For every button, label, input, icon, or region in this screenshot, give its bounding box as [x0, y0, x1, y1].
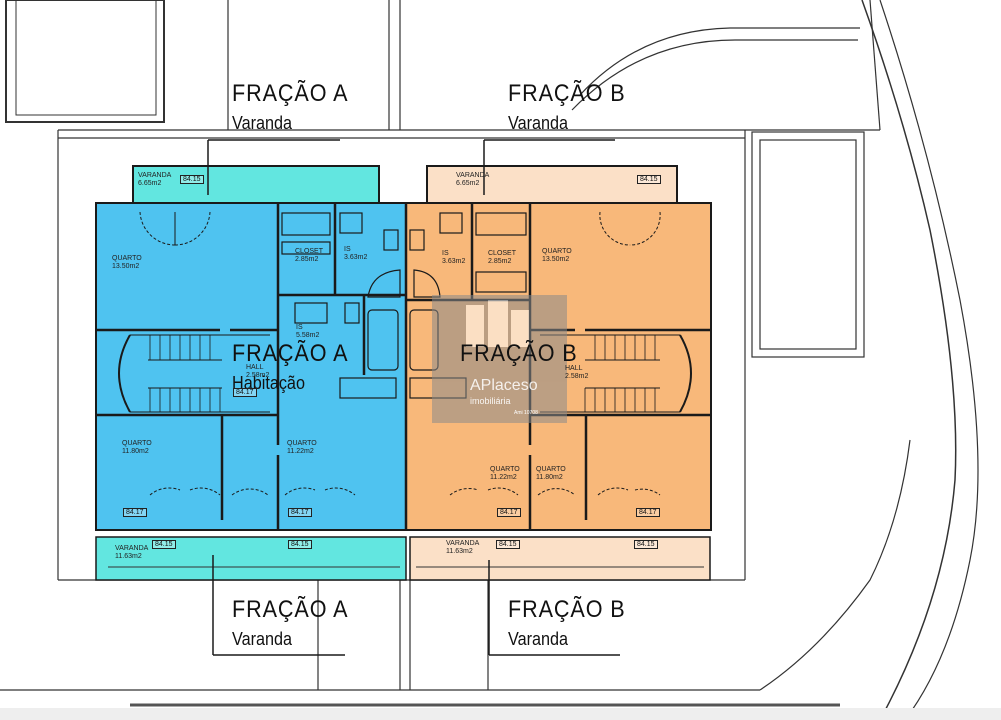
level-marker: 84.17: [288, 508, 312, 517]
fracao-a-bottom-title: FRAÇÃO A: [232, 596, 349, 623]
level-marker: 84.17: [123, 508, 147, 517]
fracao-a-center-subtitle: Habitação: [232, 373, 305, 393]
level-marker: 84.17: [636, 508, 660, 517]
leader-lines: [207, 139, 620, 656]
fracao-b-center-title: FRAÇÃO B: [460, 340, 578, 367]
fracao-b-bottom-title: FRAÇÃO B: [508, 596, 626, 623]
varanda-b-top: [426, 165, 678, 204]
room-b-quarto-left: QUARTO 11.22m2: [490, 466, 520, 481]
room-b-varanda-bottom: VARANDA 11.63m2: [446, 540, 480, 555]
fracao-a-top-subtitle: Varanda: [232, 113, 293, 133]
stairs-a: [118, 334, 270, 413]
room-a-quarto-left: QUARTO 11.80m2: [122, 440, 152, 455]
varanda-b-bottom: [409, 536, 711, 581]
room-b-quarto-main: QUARTO 13.50m2: [542, 248, 572, 263]
room-a-varanda-bottom: VARANDA 11.63m2: [115, 545, 149, 560]
watermark-tagline: imobiliária: [470, 396, 511, 406]
room-a-hall: HALL 2.58m2: [246, 364, 270, 379]
fracao-a-top-title: FRAÇÃO A: [232, 80, 349, 107]
room-a-varanda-top: VARANDA 6.65m2: [138, 172, 172, 187]
room-a-quarto-right: QUARTO 11.22m2: [287, 440, 317, 455]
doors: [139, 211, 661, 496]
level-marker: 84.15: [496, 540, 520, 549]
room-a-is-large: IS 5.58m2: [296, 324, 320, 339]
watermark-ref: Ami 10708: [514, 410, 538, 416]
room-b-closet: CLOSET 2.85m2: [488, 250, 517, 265]
stairs-b: [540, 334, 692, 413]
room-b-is-small: IS 3.63m2: [442, 250, 466, 265]
fracao-b-top-subtitle: Varanda: [508, 113, 569, 133]
fracao-a-area: [95, 202, 407, 531]
room-a-quarto-main: QUARTO 13.50m2: [112, 255, 142, 270]
varanda-a-bottom: [95, 536, 407, 581]
varanda-a-top: [132, 165, 380, 204]
level-marker: 84.17: [497, 508, 521, 517]
room-b-quarto-right: QUARTO 11.80m2: [536, 466, 566, 481]
level-marker: 84.15: [180, 175, 204, 184]
level-marker: 84.17: [233, 388, 257, 397]
level-marker: 84.15: [634, 540, 658, 549]
level-marker: 84.15: [288, 540, 312, 549]
fracao-b-bottom-subtitle: Varanda: [508, 629, 569, 649]
fracao-a-bottom-subtitle: Varanda: [232, 629, 293, 649]
fracao-b-top-title: FRAÇÃO B: [508, 80, 626, 107]
watermark-logo: [432, 295, 567, 423]
room-a-is-small: IS 3.63m2: [344, 246, 368, 261]
room-a-closet: CLOSET 2.85m2: [295, 248, 324, 263]
fracao-a-center-title: FRAÇÃO A: [232, 340, 349, 367]
level-marker: 84.15: [637, 175, 661, 184]
watermark-brand: APlaceso: [470, 377, 538, 394]
level-marker: 84.15: [152, 540, 176, 549]
room-b-varanda-top: VARANDA 6.65m2: [456, 172, 490, 187]
room-b-hall: HALL 2.58m2: [565, 365, 589, 380]
interior-walls: [96, 203, 711, 530]
